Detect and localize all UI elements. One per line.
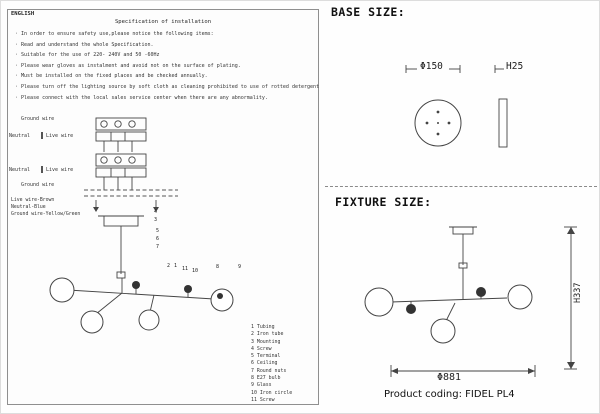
legend-ground-wire: Ground wire-Yellow/Green bbox=[11, 211, 81, 217]
part-item: 8 E27 bulb bbox=[251, 375, 281, 382]
callout-number: 9 bbox=[238, 264, 242, 270]
instruction-item: Please turn off the lighting source by s… bbox=[15, 82, 319, 93]
instruction-item: Read and understand the whole Specificat… bbox=[15, 40, 315, 51]
ground-wire-bottom-label: Ground wire bbox=[21, 182, 55, 188]
callout-number: 7 bbox=[156, 244, 160, 250]
wire-color-legend: Live wire-Brown Neutral-Blue Ground wire… bbox=[11, 198, 80, 219]
base-size-title: BASE SIZE: bbox=[331, 5, 406, 19]
part-item: 11 Screw bbox=[251, 396, 275, 403]
part-item: 6 Ceiling bbox=[251, 360, 278, 367]
callout-number: 4 bbox=[154, 209, 158, 215]
base-height-dim: H25 bbox=[506, 61, 524, 72]
parts-list: 1 Tubing 2 Iron tube 3 Mounting 4 Screw … bbox=[251, 324, 292, 404]
part-item: 10 Iron circle bbox=[251, 389, 293, 396]
instruction-item: Suitable for the use of 220- 240V and 50… bbox=[15, 50, 315, 61]
part-item: 5 Terminal bbox=[251, 353, 281, 360]
part-item: 2 Iron tube bbox=[251, 331, 284, 338]
live-top-label: Live wire bbox=[46, 133, 74, 139]
spec-title: Specification of installation bbox=[114, 19, 212, 25]
part-item: 3 Mounting bbox=[251, 338, 281, 345]
legend-live-wire: Live wire-Brown bbox=[11, 198, 55, 203]
neutral-bottom-label: Neutral bbox=[9, 167, 31, 173]
callout-number: 2 bbox=[167, 263, 171, 269]
instruction-item: Please wear gloves as instalment and avo… bbox=[15, 61, 315, 72]
instruction-item: In order to ensure safety use,please not… bbox=[15, 29, 315, 40]
base-drawing bbox=[405, 65, 508, 148]
instructions-list: In order to ensure safety use,please not… bbox=[15, 29, 319, 104]
part-item: 9 Glass bbox=[251, 382, 272, 389]
base-diameter-dim: Φ150 bbox=[420, 61, 443, 72]
instruction-item: Must be installed on the fixed places an… bbox=[15, 71, 315, 82]
part-item: 7 Round nuts bbox=[251, 367, 287, 374]
part-item: 4 Screw bbox=[251, 345, 272, 352]
callout-number: 3 bbox=[154, 217, 158, 223]
callout-number: 6 bbox=[156, 236, 160, 242]
fixture-drawing bbox=[364, 226, 577, 377]
fixture-height-dim: H337 bbox=[573, 282, 583, 303]
instruction-item: Please connect with the local sales serv… bbox=[15, 93, 315, 104]
callout-number: 10 bbox=[192, 268, 199, 274]
terminal-block-diagram bbox=[95, 117, 147, 190]
fixture-diameter-dim: Φ881 bbox=[437, 372, 462, 383]
section-divider bbox=[325, 186, 597, 187]
left-instructions-panel: ENGLISH Specification of installation In… bbox=[7, 9, 319, 405]
wire-connector-icon bbox=[41, 166, 43, 173]
lamp-assembly-diagram bbox=[49, 189, 234, 334]
fixture-size-title: FIXTURE SIZE: bbox=[335, 195, 432, 209]
neutral-top-label: Neutral bbox=[9, 133, 31, 139]
part-item: 1 Tubing bbox=[251, 324, 275, 330]
ground-wire-top-label: Ground wire bbox=[21, 116, 55, 122]
language-label: ENGLISH bbox=[11, 11, 35, 17]
callout-number: 5 bbox=[156, 228, 160, 234]
legend-neutral-wire: Neutral-Blue bbox=[11, 204, 46, 210]
callout-number: 1 bbox=[174, 263, 178, 269]
callout-number: 11 bbox=[182, 266, 189, 272]
product-coding: Product coding: FIDEL PL4 bbox=[384, 389, 515, 400]
live-bottom-label: Live wire bbox=[46, 167, 74, 173]
callout-number: 8 bbox=[216, 264, 220, 270]
wire-connector-icon bbox=[41, 132, 43, 139]
